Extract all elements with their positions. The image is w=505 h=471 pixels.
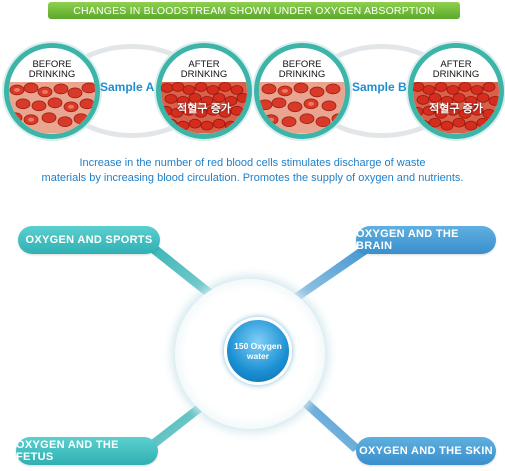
after-caption-a: 적혈구 증가 — [177, 103, 231, 115]
banner-title: CHANGES IN BLOODSTREAM SHOWN UNDER OXYGE… — [48, 2, 460, 19]
after-label-b-line1: AFTER — [440, 59, 472, 71]
after-label-a-line2: DRINKING — [180, 69, 228, 81]
red-blood-cells-image — [259, 82, 345, 134]
description-line-2: materials by increasing blood circulatio… — [41, 172, 464, 184]
oxygen-and-the-skin-pill[interactable]: OXYGEN AND THE SKIN — [356, 437, 496, 465]
connector-fetus — [146, 396, 214, 450]
red-blood-cells-image — [9, 82, 95, 134]
before-label-b-line1: BEFORE — [282, 59, 322, 71]
connector-skin — [298, 396, 360, 452]
description-text: Increase in the number of red blood cell… — [10, 156, 495, 186]
hub-line-1: 150 Oxygen — [234, 341, 282, 351]
red-blood-cells-increased-image — [413, 82, 499, 134]
oxygen-and-the-fetus-pill[interactable]: OXYGEN AND THE FETUS — [16, 437, 158, 465]
oxygen-and-the-brain-pill[interactable]: OXYGEN AND THE BRAIN — [356, 226, 496, 254]
after-label-b-line2: DRINKING — [432, 69, 480, 81]
after-label-a-line1: AFTER — [188, 59, 220, 71]
before-label-a-line1: BEFORE — [32, 59, 72, 71]
sample-b-label: Sample B — [352, 80, 407, 94]
connector-sports — [150, 246, 225, 306]
before-label-b-line2: DRINKING — [278, 69, 326, 81]
after-caption-b: 적혈구 증가 — [429, 103, 483, 115]
red-blood-cells-increased-image — [161, 82, 247, 134]
oxygen-and-sports-pill[interactable]: OXYGEN AND SPORTS — [18, 226, 160, 254]
sample-a-label: Sample A — [100, 80, 155, 94]
before-label-a-line2: DRINKING — [28, 69, 76, 81]
hub-line-2: water — [246, 351, 270, 361]
description-line-1: Increase in the number of red blood cell… — [79, 157, 426, 169]
oxygen-water-hub: 150 Oxygen water — [224, 317, 292, 385]
connector-brain — [294, 246, 370, 300]
